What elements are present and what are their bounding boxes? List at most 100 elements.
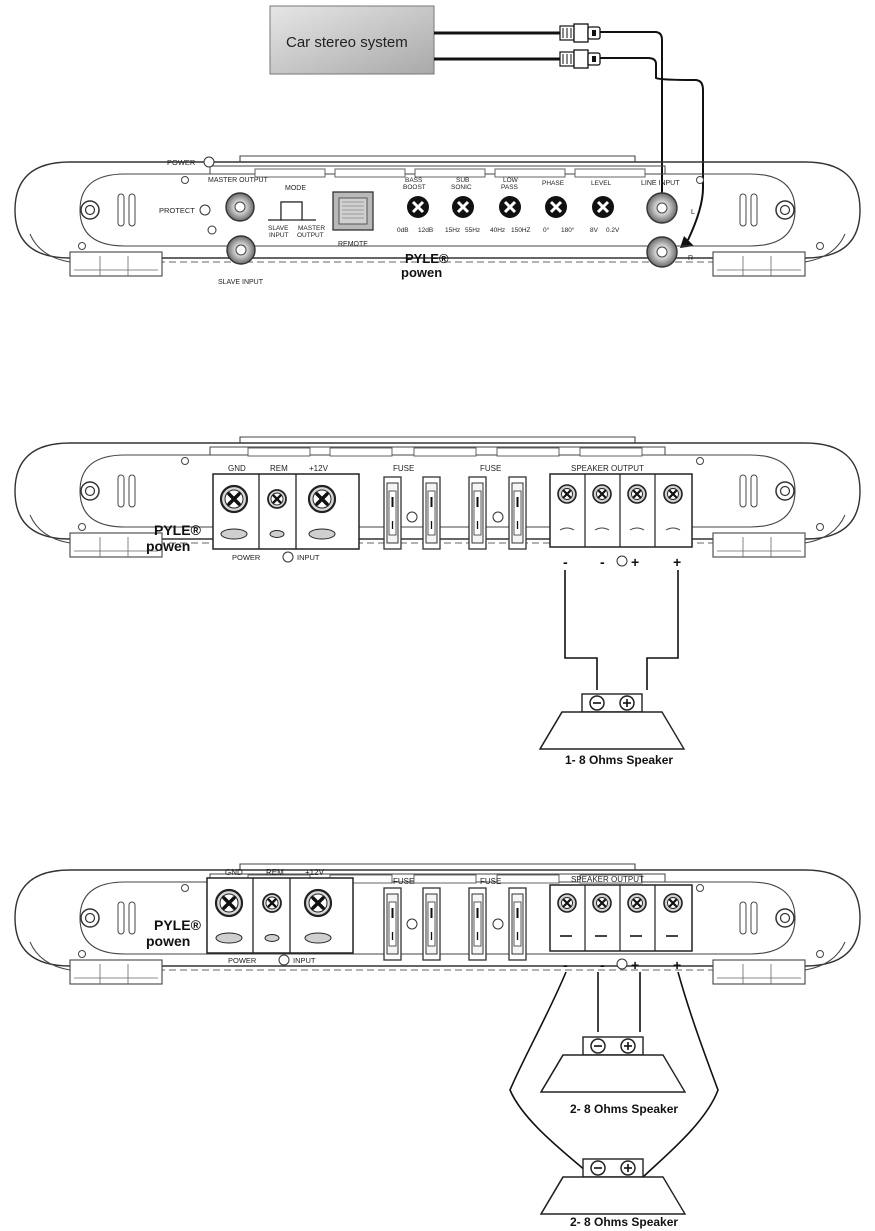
slave-input-label: SLAVE INPUT xyxy=(218,279,264,286)
svg-text:FUSE: FUSE xyxy=(393,877,414,886)
svg-text:BOOST: BOOST xyxy=(403,184,426,191)
gnd-terminal-icon xyxy=(214,888,244,918)
power-terminal-block xyxy=(212,473,360,550)
svg-text:0.2V: 0.2V xyxy=(606,227,620,234)
amplifier-output-panel-2: PYLE® powen GND REM +12V POWER INPUT FUS… xyxy=(14,863,861,985)
polarity-plus-2: + xyxy=(673,554,681,570)
knob-bass-boost-icon xyxy=(407,196,429,218)
knob-phase: PHASE 0° 180° xyxy=(542,180,575,234)
svg-text:PASS: PASS xyxy=(501,184,519,191)
polarity-minus-2: - xyxy=(600,957,605,973)
amplifier-output-panel-1: PYLE® powen GND REM +12V POWER INPUT FUS… xyxy=(14,436,861,570)
12v-label: +12V xyxy=(305,868,325,877)
svg-text:powen: powen xyxy=(146,933,190,949)
svg-text:0°: 0° xyxy=(543,226,550,234)
brand-logo: PYLE® powen xyxy=(401,251,449,280)
signal-arrow-icon xyxy=(680,236,694,248)
polarity-minus-1: - xyxy=(563,554,568,570)
remote-port-icon xyxy=(332,191,374,231)
line-input-right-label: R xyxy=(688,255,693,262)
knob-sub-sonic: SUB SONIC 15Hz 55Hz xyxy=(445,177,480,234)
svg-text:180°: 180° xyxy=(561,226,575,234)
svg-text:PYLE®: PYLE® xyxy=(405,251,449,266)
fuse-group-2: FUSE xyxy=(468,464,527,550)
fuse-icon xyxy=(508,887,527,961)
speaker-2b-label: 2- 8 Ohms Speaker xyxy=(570,1215,678,1229)
fuse-icon xyxy=(383,887,402,961)
svg-text:LOW: LOW xyxy=(503,177,519,184)
svg-text:55Hz: 55Hz xyxy=(465,227,480,234)
gnd-label: GND xyxy=(228,464,246,473)
knob-level-icon xyxy=(592,196,614,218)
12v-label: +12V xyxy=(309,464,329,473)
car-stereo-label: Car stereo system xyxy=(286,34,408,51)
power-input-label-left: POWER xyxy=(232,553,261,562)
speaker-output-label: SPEAKER OUTPUT xyxy=(571,875,644,884)
speaker-terminal-icon xyxy=(591,892,613,914)
fuse-icon xyxy=(508,476,527,550)
mode-master-label-1: MASTER xyxy=(298,225,325,232)
svg-text:FUSE: FUSE xyxy=(480,877,501,886)
rem-label: REM xyxy=(270,464,288,473)
line-input-left-jack-icon xyxy=(646,192,678,224)
speaker-terminal-icon xyxy=(662,892,684,914)
power-led-label: POWER xyxy=(167,158,196,167)
power-input-label-left: POWER xyxy=(228,956,257,965)
amplifier-input-panel: POWER PROTECT MASTER OUTPUT SLAVE INPUT … xyxy=(14,155,861,286)
rca-cable-left xyxy=(600,31,663,208)
speaker-terminal-icon xyxy=(626,892,648,914)
svg-text:BASS: BASS xyxy=(405,177,423,184)
svg-text:12dB: 12dB xyxy=(418,227,433,234)
power-terminal-block xyxy=(206,877,354,954)
master-output-jack-icon xyxy=(225,192,255,222)
svg-text:SONIC: SONIC xyxy=(451,184,472,191)
speaker-1-label: 1- 8 Ohms Speaker xyxy=(565,753,673,767)
knob-level: LEVEL 8V 0.2V xyxy=(590,180,620,234)
master-output-label: MASTER OUTPUT xyxy=(208,177,269,184)
power-input-label-right: INPUT xyxy=(293,956,316,965)
fuse-icon xyxy=(422,887,441,961)
remote-label: REMOTE xyxy=(338,241,368,248)
svg-text:LEVEL: LEVEL xyxy=(591,180,612,187)
mode-master-label-2: OUTPUT xyxy=(297,232,324,239)
car-stereo-box xyxy=(269,5,435,75)
svg-text:SUB: SUB xyxy=(456,177,469,184)
protect-led-icon xyxy=(199,204,211,216)
svg-text:FUSE: FUSE xyxy=(393,464,414,473)
speaker-terminal-icon xyxy=(591,483,613,505)
polarity-plus-1: + xyxy=(631,554,639,570)
polarity-minus-1: - xyxy=(563,957,568,973)
speaker-2a-icon xyxy=(540,1036,686,1093)
line-input-left-label: L xyxy=(691,209,695,216)
speaker-output-label: SPEAKER OUTPUT xyxy=(571,464,644,473)
gnd-label: GND xyxy=(225,868,243,877)
speaker-terminal-icon xyxy=(556,483,578,505)
fuse-group-1: FUSE xyxy=(383,877,441,961)
12v-terminal-icon xyxy=(307,484,337,514)
svg-text:powen: powen xyxy=(146,538,190,554)
fuse-group-2: FUSE xyxy=(468,877,527,961)
rem-terminal-icon xyxy=(266,488,288,510)
polarity-minus-2: - xyxy=(600,554,605,570)
single-speaker-wiring xyxy=(564,570,679,690)
power-input-label-right: INPUT xyxy=(297,553,320,562)
knob-sub-sonic-icon xyxy=(452,196,474,218)
mode-slave-label-1: SLAVE xyxy=(268,225,289,232)
power-led-icon xyxy=(203,156,215,168)
mode-label: MODE xyxy=(285,185,306,192)
svg-text:40Hz: 40Hz xyxy=(490,227,505,234)
mode-slave-label-2: INPUT xyxy=(269,232,289,239)
protect-led-label: PROTECT xyxy=(159,206,195,215)
knob-low-pass-icon xyxy=(499,196,521,218)
speaker-1-icon xyxy=(539,693,685,750)
svg-text:powen: powen xyxy=(401,265,442,280)
svg-text:15Hz: 15Hz xyxy=(445,227,460,234)
source-section: Car stereo system xyxy=(269,5,704,248)
brand-logo: PYLE® powen xyxy=(146,522,202,554)
svg-text:8V: 8V xyxy=(590,227,599,234)
fuse-icon xyxy=(468,476,487,550)
svg-text:FUSE: FUSE xyxy=(480,464,501,473)
svg-text:PYLE®: PYLE® xyxy=(154,917,202,933)
knob-bass-boost: BASS BOOST 0dB 12dB xyxy=(397,177,433,234)
brand-logo: PYLE® powen xyxy=(146,917,202,949)
